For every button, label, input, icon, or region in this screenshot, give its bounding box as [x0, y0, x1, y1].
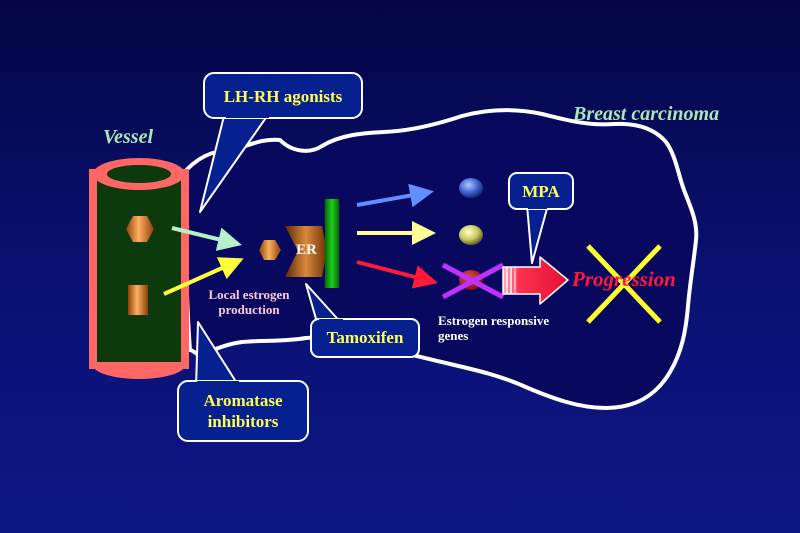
- er-label: ER: [296, 242, 317, 258]
- arrow-gene-3: [356, 260, 438, 289]
- callout-mpa-join: [528, 201, 547, 209]
- estrogen-genes-line1: Estrogen responsive: [438, 313, 550, 328]
- vessel-label: Vessel: [103, 126, 153, 148]
- androgen-molecule-rect: [128, 285, 148, 315]
- callout-aromatase: [177, 321, 309, 442]
- local-estrogen-hexagon: [259, 240, 281, 260]
- callout-lhrh: [199, 72, 363, 213]
- callout-aromatase-box: [177, 380, 309, 442]
- callout-tamoxifen-box: [310, 318, 420, 358]
- arrow-gene-1: [356, 183, 434, 208]
- vessel-opening: [107, 165, 171, 183]
- callout-tamoxifen-join: [319, 319, 343, 327]
- local-estrogen-line2: production: [218, 302, 280, 317]
- progression-arrow: [502, 256, 569, 305]
- receptor-bar: [325, 199, 339, 288]
- tamoxifen-label: Tamoxifen: [326, 328, 404, 347]
- arrow-estrogen-transport: [171, 226, 242, 251]
- local-estrogen-label: Local estrogen production: [196, 287, 302, 317]
- callout-aromatase-join: [197, 381, 239, 391]
- estrogen-genes-label: Estrogen responsive genes: [438, 313, 549, 343]
- carcinoma-outline: [180, 108, 699, 410]
- vessel: [89, 158, 189, 379]
- aromatase-label-line2: inhibitors: [207, 412, 279, 431]
- local-estrogen-line1: Local estrogen: [208, 287, 290, 302]
- aromatase-label: Aromatase inhibitors: [178, 390, 308, 432]
- estrogen-genes-line2: genes: [438, 328, 469, 343]
- cross-yellow-icon: [586, 244, 662, 324]
- callout-lhrh-box: [203, 72, 363, 119]
- progression-label: Progression: [572, 267, 676, 291]
- cross-purple-icon: [441, 262, 505, 300]
- aromatase-label-line1: Aromatase: [203, 391, 283, 410]
- estrogen-receptor-shape: [285, 226, 327, 277]
- callout-mpa: [508, 172, 574, 264]
- vessel-lumen: [97, 176, 181, 362]
- breast-carcinoma-label: Breast carcinoma: [573, 103, 720, 125]
- mpa-label: MPA: [522, 182, 560, 201]
- lhrh-agonists-label: LH-RH agonists: [223, 87, 343, 106]
- arrow-androgen-conversion: [163, 257, 244, 296]
- gene-product-yellow: [459, 225, 483, 245]
- estrogen-molecule-hexagon: [126, 216, 154, 242]
- gene-product-blue: [459, 178, 483, 198]
- callout-lhrh-join: [226, 108, 269, 118]
- callout-tamoxifen: [305, 283, 420, 358]
